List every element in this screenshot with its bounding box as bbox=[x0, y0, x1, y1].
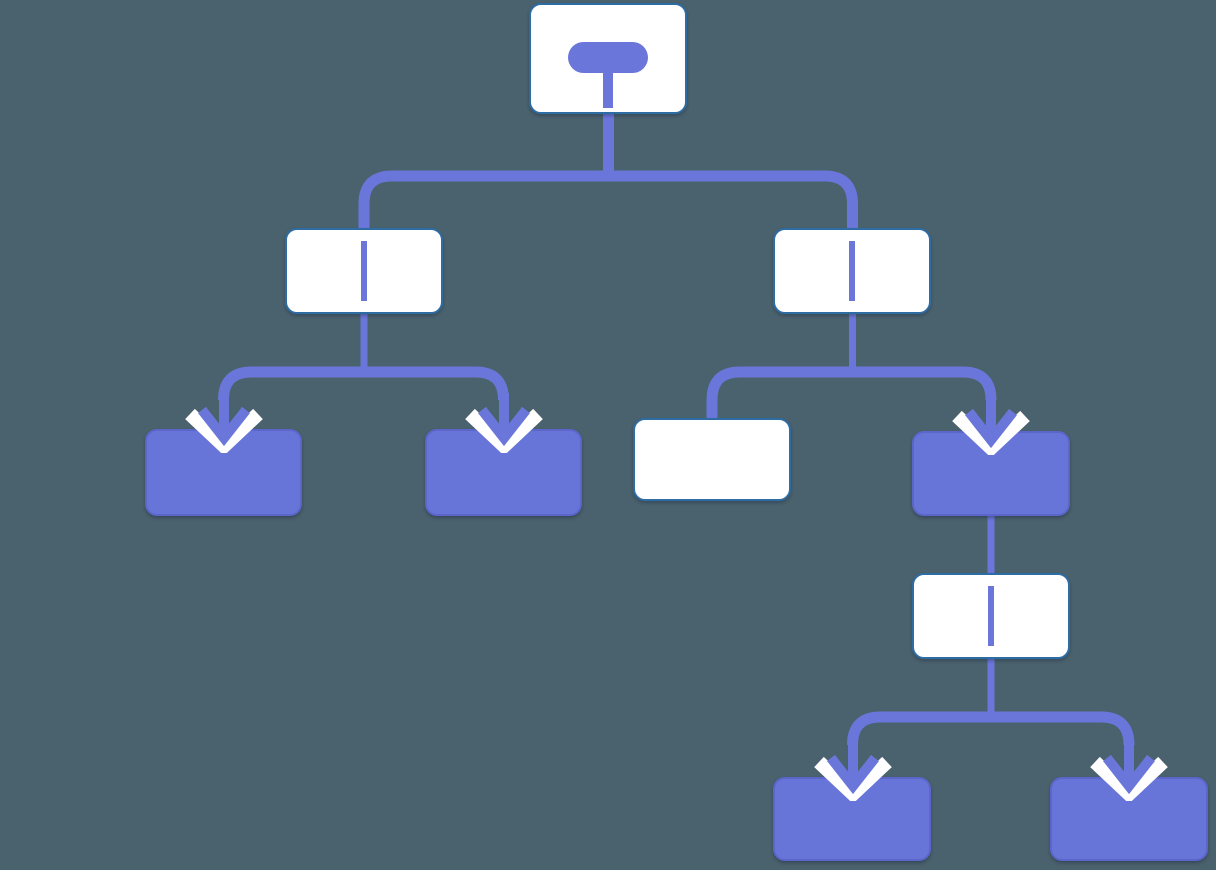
tree-node-leaf-left-1[interactable] bbox=[145, 429, 302, 516]
node-slot-line bbox=[361, 241, 367, 301]
node-slot-line bbox=[988, 586, 994, 646]
tree-node-leaf-bottom-2[interactable] bbox=[1050, 777, 1208, 861]
connector-bar-top bbox=[358, 170, 858, 230]
node-slot-line bbox=[849, 241, 855, 301]
tree-node-branch-right[interactable] bbox=[773, 228, 931, 314]
root-pill-icon bbox=[568, 42, 648, 73]
connector-bar-left bbox=[218, 366, 509, 401]
tree-node-branch-lower[interactable] bbox=[912, 573, 1070, 659]
tree-node-branch-left[interactable] bbox=[285, 228, 443, 314]
tree-node-leaf-bottom-1[interactable] bbox=[773, 777, 931, 861]
tree-node-root[interactable] bbox=[529, 3, 687, 114]
connector-bar-bottom bbox=[847, 711, 1135, 746]
root-pill-stem bbox=[603, 69, 613, 108]
tree-node-child-right-white[interactable] bbox=[633, 418, 791, 501]
tree-node-child-right-purple[interactable] bbox=[912, 431, 1070, 516]
connector-bar-right bbox=[706, 366, 997, 419]
tree-node-leaf-left-2[interactable] bbox=[425, 429, 582, 516]
